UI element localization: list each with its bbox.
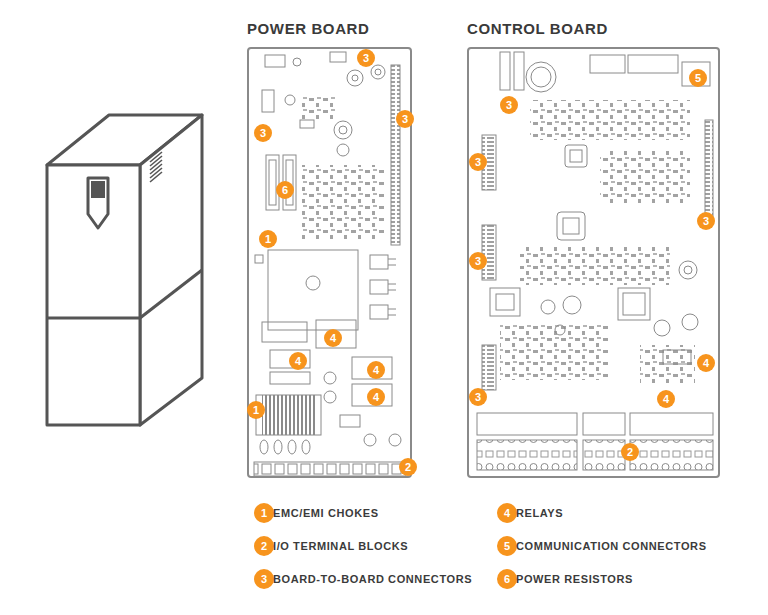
callout-circle: 4 <box>657 390 675 408</box>
callout-circle: 4 <box>367 388 385 406</box>
callout-number: 3 <box>402 114 408 125</box>
callout-circle: 3 <box>254 124 272 142</box>
callout-number: 4 <box>295 356 301 367</box>
control-board-components <box>477 52 713 470</box>
callout-number: 5 <box>695 73 701 84</box>
callout-number: 3 <box>363 53 369 64</box>
circuit-board: CONTROL BOARD533334342 <box>467 47 720 478</box>
callout-number: 3 <box>475 392 481 403</box>
callout-number: 3 <box>475 256 481 267</box>
callout-number: 4 <box>703 358 709 369</box>
callout-circle: 1 <box>247 401 265 419</box>
legend-text: EMC/EMI CHOKES <box>273 505 379 521</box>
legend-text: POWER RESISTORS <box>516 571 633 587</box>
callout-circle: 6 <box>276 181 294 199</box>
callout-circle: 3 <box>500 96 518 114</box>
callout-circle: 2 <box>621 443 639 461</box>
legend-text: I/O TERMINAL BLOCKS <box>273 538 408 554</box>
legend-number: 3 <box>254 569 274 589</box>
callout-number: 4 <box>373 392 379 403</box>
legend-number: 6 <box>497 569 517 589</box>
power-board-components <box>254 52 406 476</box>
callout-circle: 3 <box>469 388 487 406</box>
callout-circle: 4 <box>697 354 715 372</box>
callout-number: 4 <box>663 394 669 405</box>
callout-number: 6 <box>282 185 288 196</box>
callout-number: 1 <box>265 234 271 245</box>
callout-circle: 5 <box>689 69 707 87</box>
drive-enclosure <box>47 115 202 425</box>
board-heading: CONTROL BOARD <box>467 20 608 38</box>
callout-circle: 2 <box>399 458 417 476</box>
legend-number: 4 <box>497 503 517 523</box>
legend-number: 1 <box>254 503 274 523</box>
callout-number: 1 <box>253 405 259 416</box>
callout-circle: 3 <box>357 49 375 67</box>
legend-text: COMMUNICATION CONNECTORS <box>516 538 707 554</box>
callout-number: 2 <box>405 462 411 473</box>
callout-number: 3 <box>260 128 266 139</box>
callout-circle: 3 <box>396 110 414 128</box>
legend-number: 5 <box>497 536 517 556</box>
callout-circle: 3 <box>469 153 487 171</box>
callout-number: 3 <box>475 157 481 168</box>
callout-circle: 4 <box>289 352 307 370</box>
callout-number: 3 <box>506 100 512 111</box>
vent-slots <box>150 152 162 182</box>
callout-number: 2 <box>627 447 633 458</box>
callout-circle: 3 <box>469 252 487 270</box>
circuit-board: POWER BOARD33361444412 <box>247 47 412 478</box>
board-heading: POWER BOARD <box>247 20 369 38</box>
legend-number: 2 <box>254 536 274 556</box>
callout-circle: 3 <box>697 212 715 230</box>
callout-number: 4 <box>373 365 379 376</box>
callout-number: 3 <box>703 216 709 227</box>
callout-circle: 1 <box>259 230 277 248</box>
callout-circle: 4 <box>367 361 385 379</box>
legend-text: RELAYS <box>516 505 563 521</box>
callout-circle: 4 <box>324 329 342 347</box>
callout-number: 4 <box>330 333 336 344</box>
legend-text: BOARD-TO-BOARD CONNECTORS <box>273 571 472 587</box>
